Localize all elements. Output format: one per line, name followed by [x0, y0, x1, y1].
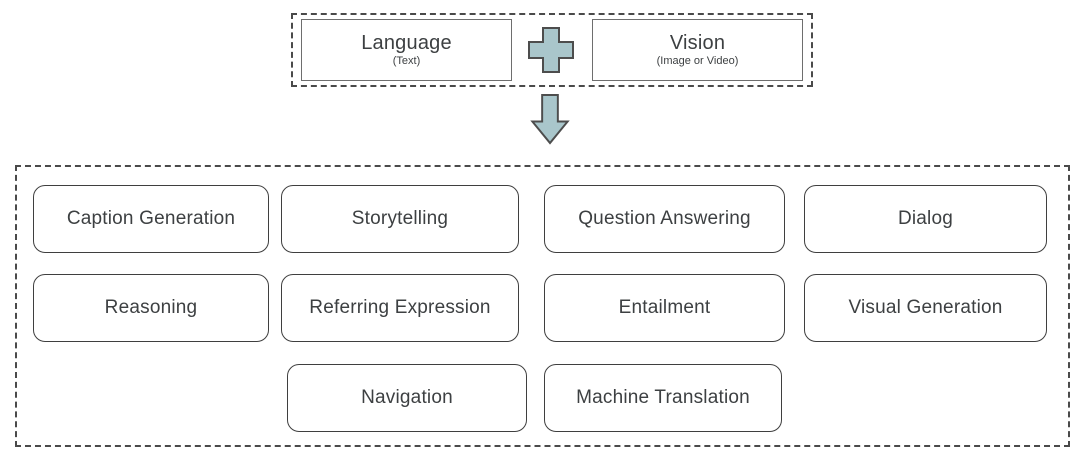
- down-arrow-outline: [530, 94, 570, 145]
- vision-subtitle: (Image or Video): [656, 55, 739, 67]
- task-box-entailment: Entailment: [544, 274, 785, 342]
- task-box-question-answering: Question Answering: [544, 185, 785, 253]
- language-subtitle: (Text): [392, 55, 421, 67]
- task-box-machine-translation: Machine Translation: [544, 364, 782, 432]
- vision-title: Vision: [669, 32, 726, 54]
- plus-icon: [527, 26, 575, 74]
- task-box-storytelling: Storytelling: [281, 185, 519, 253]
- tasks-group: Caption Generation Storytelling Question…: [15, 165, 1070, 447]
- task-box-reasoning: Reasoning: [33, 274, 269, 342]
- task-box-referring-expression: Referring Expression: [281, 274, 519, 342]
- plus-icon-shape: [529, 28, 573, 72]
- down-arrow-icon: [530, 94, 570, 145]
- task-box-caption-generation: Caption Generation: [33, 185, 269, 253]
- task-box-dialog: Dialog: [804, 185, 1047, 253]
- input-modalities-group: Language (Text) Vision (Image or Video): [291, 13, 813, 87]
- language-title: Language: [361, 32, 452, 54]
- vision-box: Vision (Image or Video): [592, 19, 803, 81]
- down-arrow-shape: [532, 94, 568, 144]
- language-box: Language (Text): [301, 19, 512, 81]
- task-box-visual-generation: Visual Generation: [804, 274, 1047, 342]
- task-box-navigation: Navigation: [287, 364, 527, 432]
- plus-icon-outline: [528, 27, 574, 73]
